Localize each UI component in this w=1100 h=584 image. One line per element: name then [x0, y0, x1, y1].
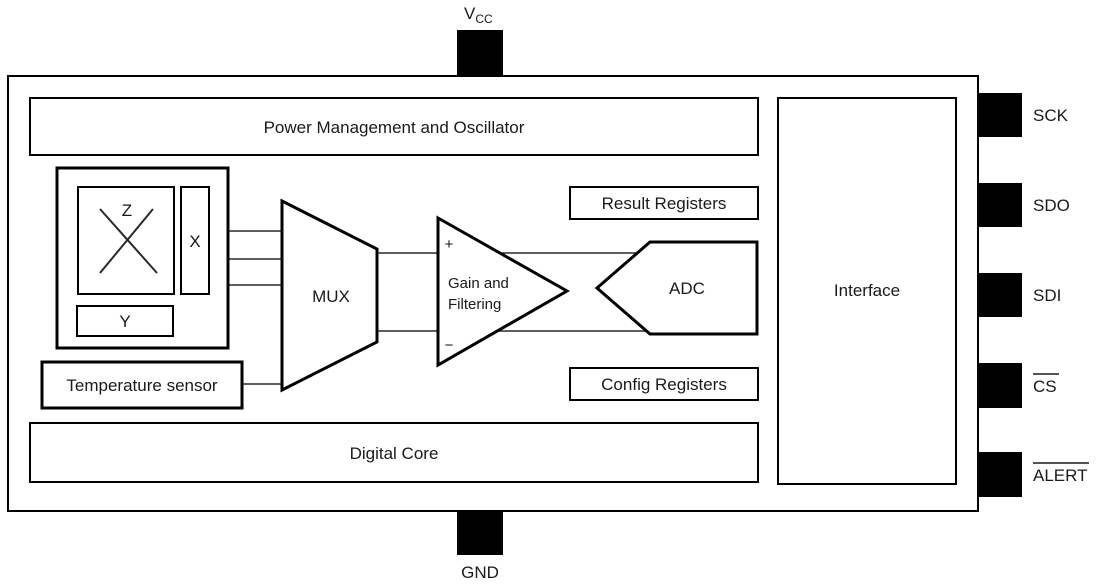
x-axis-label: X: [189, 232, 200, 251]
gain-filtering-block: [436, 215, 571, 368]
adc-block: [594, 240, 759, 336]
cs-pin: [978, 363, 1022, 408]
config-registers-label: Config Registers: [601, 375, 727, 394]
digital-core-label: Digital Core: [350, 444, 439, 463]
sck-pin: [978, 93, 1022, 137]
sdo-pin: [978, 183, 1022, 227]
alert-pin-label: ALERT: [1033, 466, 1088, 485]
gain-label-line2: Filtering: [448, 296, 501, 313]
power-management-block: [29, 97, 759, 156]
alert-pin: [978, 452, 1022, 497]
sdi-pin: [978, 273, 1022, 317]
digital-core-block: [29, 422, 759, 483]
chip-outline: [7, 75, 979, 512]
temperature-sensor-label: Temperature sensor: [66, 376, 218, 395]
interface-label: Interface: [834, 281, 900, 300]
result-registers-block: [569, 186, 759, 220]
x-axis-sensor-box: [180, 186, 210, 295]
vcc-pin: [457, 30, 503, 76]
vcc-pin-label: VCC: [464, 4, 493, 26]
gnd-pin: [457, 512, 503, 555]
y-axis-sensor-box: [76, 305, 174, 337]
z-axis-label: Z: [122, 201, 132, 220]
gain-label-line1: Gain and: [448, 275, 509, 292]
gnd-pin-label: GND: [461, 563, 499, 582]
sdi-pin-label: SDI: [1033, 286, 1061, 305]
sdo-pin-label: SDO: [1033, 196, 1070, 215]
interface-block: [777, 97, 957, 485]
z-cross-line-2: [99, 208, 154, 274]
sck-pin-label: SCK: [1033, 106, 1069, 125]
cs-pin-label: CS: [1033, 377, 1057, 396]
y-axis-label: Y: [119, 312, 130, 331]
mux-block: [280, 198, 379, 393]
z-cross-line-1: [99, 208, 158, 274]
power-management-label: Power Management and Oscillator: [264, 118, 525, 137]
temperature-sensor-block: [40, 360, 244, 410]
z-axis-sensor-box: [77, 186, 175, 295]
result-registers-label: Result Registers: [602, 194, 727, 213]
config-registers-block: [569, 367, 759, 401]
mux-label: MUX: [312, 287, 350, 306]
adc-label: ADC: [669, 279, 705, 298]
amp-plus-sign: +: [445, 236, 454, 253]
amp-minus-sign: −: [445, 337, 454, 354]
